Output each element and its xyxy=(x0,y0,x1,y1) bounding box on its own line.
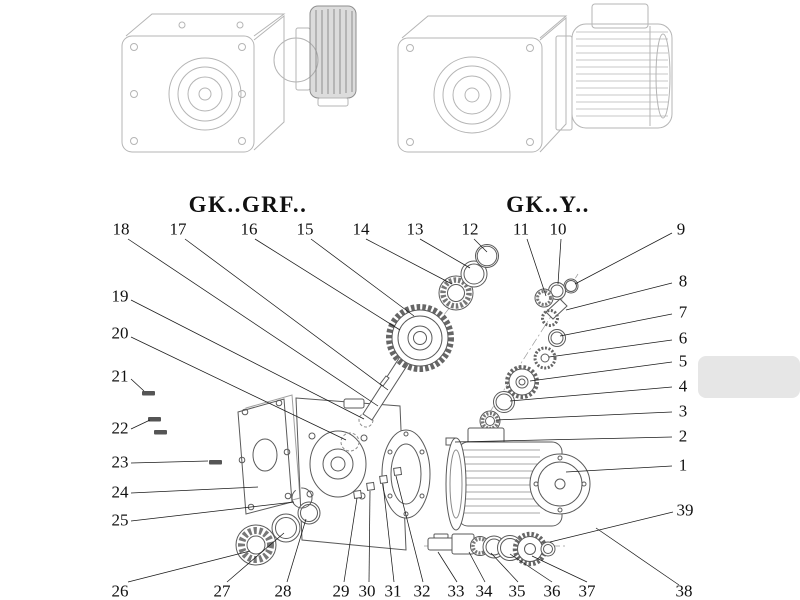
callout-29: 29 xyxy=(332,581,350,600)
callout-18: 18 xyxy=(112,219,130,239)
callout-37: 37 xyxy=(578,581,596,600)
callout-24: 24 xyxy=(111,482,129,502)
callout-39: 39 xyxy=(676,500,694,520)
exploded-view xyxy=(142,244,591,567)
callout-20: 20 xyxy=(111,323,129,343)
callout-17: 17 xyxy=(169,219,187,239)
callout-35: 35 xyxy=(508,581,526,600)
callout-30: 30 xyxy=(358,581,376,600)
callout-2: 2 xyxy=(678,426,688,446)
callout-15: 15 xyxy=(296,219,314,239)
callout-32: 32 xyxy=(413,581,431,600)
watermark xyxy=(698,356,800,398)
variant-title-y: GK..Y.. xyxy=(506,192,590,217)
callout-13: 13 xyxy=(406,219,424,239)
leader-lines xyxy=(127,232,680,586)
gearbox-illustration-y xyxy=(397,3,673,153)
motor-exploded xyxy=(445,427,591,531)
callout-6: 6 xyxy=(678,328,688,348)
motor-illustration xyxy=(555,3,673,131)
gear-housing xyxy=(295,397,431,551)
bearing-group-lower-left xyxy=(235,487,321,566)
callout-9: 9 xyxy=(676,219,686,239)
screws xyxy=(142,391,222,465)
callout-38: 38 xyxy=(675,581,693,600)
output-shaft-assembly xyxy=(427,531,556,567)
callout-26: 26 xyxy=(111,581,129,600)
callout-19: 19 xyxy=(111,286,129,306)
cover-plate xyxy=(237,394,301,515)
callout-33: 33 xyxy=(447,581,465,600)
callout-36: 36 xyxy=(543,581,561,600)
callout-3: 3 xyxy=(678,401,688,421)
callout-8: 8 xyxy=(678,271,688,291)
callout-14: 14 xyxy=(352,219,370,239)
input-gear-assembly xyxy=(362,244,499,421)
callout-22: 22 xyxy=(111,418,129,438)
callout-4: 4 xyxy=(678,376,688,396)
callout-27: 27 xyxy=(213,581,231,600)
callout-5: 5 xyxy=(678,351,688,371)
gearbox-illustration-grf xyxy=(121,5,357,153)
callout-1: 1 xyxy=(678,455,688,475)
input-cap-shaded xyxy=(309,5,357,107)
bevel-pinion-assembly xyxy=(479,278,579,432)
callout-28: 28 xyxy=(274,581,292,600)
callout-21: 21 xyxy=(111,366,129,386)
callout-7: 7 xyxy=(678,302,688,322)
shim-plates xyxy=(353,466,403,499)
callout-31: 31 xyxy=(384,581,402,600)
callout-12: 12 xyxy=(461,219,479,239)
callout-11: 11 xyxy=(512,219,530,239)
callout-25: 25 xyxy=(111,510,129,530)
callout-16: 16 xyxy=(240,219,258,239)
callout-10: 10 xyxy=(549,219,567,239)
callout-23: 23 xyxy=(111,452,129,472)
callout-34: 34 xyxy=(475,581,493,600)
variant-title-grf: GK..GRF.. xyxy=(188,192,308,217)
